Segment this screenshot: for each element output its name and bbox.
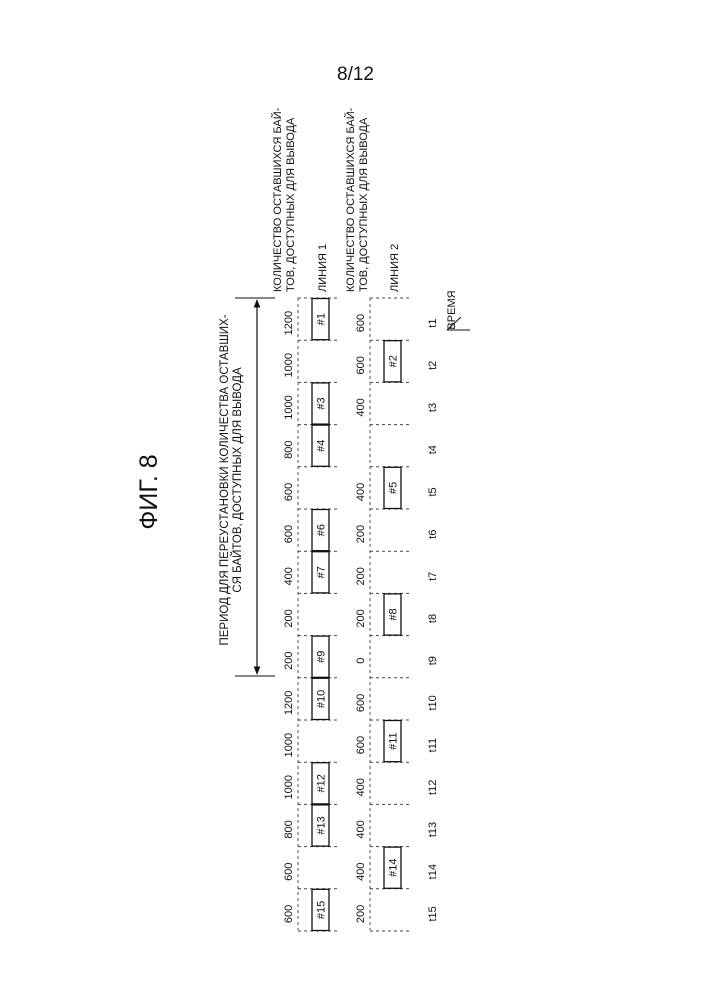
line-2-remaining-value: 400 xyxy=(355,483,367,501)
line-2-remaining-value: 200 xyxy=(355,905,367,923)
line-1-remaining-value: 800 xyxy=(283,820,295,838)
line-1-remaining-value: 600 xyxy=(283,905,295,923)
line-1-remaining-value: 1000 xyxy=(283,395,295,419)
line-1-packet-label: #15 xyxy=(316,901,328,919)
line-1-packet-label: #10 xyxy=(316,690,328,708)
line-1-remaining-value: 400 xyxy=(283,567,295,585)
time-tick-label: t12 xyxy=(427,780,439,795)
line-2-remaining-value: 0 xyxy=(355,658,367,664)
period-label-line1: ПЕРИОД ДЛЯ ПЕРЕУСТАНОВКИ КОЛИЧЕСТВА ОСТА… xyxy=(219,314,231,645)
line-1-packet-label: #12 xyxy=(316,774,328,792)
line-2-packet-label: #2 xyxy=(388,355,400,367)
line-1-remaining-value: 1000 xyxy=(283,775,295,799)
time-slots: t1 t2 t3 t4 t5 t6 t7 t8 t9 t10 t11 t12 t13 t14 t15 1200… xyxy=(283,298,439,931)
time-label: ВРЕМЯ xyxy=(446,290,458,329)
line-1-remaining-value: 1200 xyxy=(283,691,295,715)
line-1-header: ЛИНИЯ 1 xyxy=(317,244,329,292)
line-1-remaining-value: 600 xyxy=(283,525,295,543)
time-tick-label: t6 xyxy=(427,530,439,539)
time-tick-label: t14 xyxy=(427,864,439,879)
line-2-remaining-value: 600 xyxy=(355,694,367,712)
line-2-remaining-value: 200 xyxy=(355,609,367,627)
remaining-bytes-header-2b: ТОВ, ДОСТУПНЫХ ДЛЯ ВЫВОДА xyxy=(358,117,370,292)
time-tick-label: t15 xyxy=(427,906,439,921)
time-tick-label: t8 xyxy=(427,614,439,623)
line-1-remaining-value: 600 xyxy=(283,483,295,501)
period-label: ПЕРИОД ДЛЯ ПЕРЕУСТАНОВКИ КОЛИЧЕСТВА ОСТА… xyxy=(219,314,244,645)
line-2-remaining-value: 200 xyxy=(355,525,367,543)
figure-title: ФИГ. 8 xyxy=(135,454,163,529)
line-2-remaining-value: 600 xyxy=(355,356,367,374)
line-2-remaining-value: 400 xyxy=(355,863,367,881)
time-tick-label: t1 xyxy=(427,319,439,328)
line-1-remaining-value: 200 xyxy=(283,609,295,627)
time-tick-label: t3 xyxy=(427,403,439,412)
line-2-header: ЛИНИЯ 2 xyxy=(389,244,401,292)
line-2-remaining-value: 400 xyxy=(355,398,367,416)
line-2-remaining-value: 600 xyxy=(355,736,367,754)
line-1-remaining-value: 200 xyxy=(283,652,295,670)
line-2-remaining-value: 200 xyxy=(355,567,367,585)
line-2-remaining-value: 600 xyxy=(355,314,367,332)
line-1-remaining-value: 800 xyxy=(283,441,295,459)
line-2-packet-label: #14 xyxy=(388,859,400,877)
line-1-packet-label: #13 xyxy=(316,816,328,834)
time-axis-label: ВРЕМЯ xyxy=(446,290,470,330)
time-tick-label: t2 xyxy=(427,361,439,370)
line-2-packet-label: #5 xyxy=(388,482,400,494)
line-1-remaining-value: 600 xyxy=(283,863,295,881)
period-label-line2: СЯ БАЙТОВ, ДОСТУПНЫХ ДЛЯ ВЫВОДА xyxy=(231,367,244,593)
line-1-packet-label: #1 xyxy=(316,313,328,325)
remaining-bytes-header-1b: ТОВ, ДОСТУПНЫХ ДЛЯ ВЫВОДА xyxy=(285,117,297,292)
time-tick-label: t7 xyxy=(427,572,439,581)
time-tick-label: t9 xyxy=(427,656,439,665)
line-1-remaining-value: 1200 xyxy=(283,311,295,335)
line-2-packet-label: #8 xyxy=(388,608,400,620)
time-tick-label: t13 xyxy=(427,822,439,837)
time-tick-label: t5 xyxy=(427,487,439,496)
line-1-packet-label: #4 xyxy=(316,440,328,452)
line-1-packet-label: #3 xyxy=(316,397,328,409)
remaining-bytes-header-2a: КОЛИЧЕСТВО ОСТАВШИХСЯ БАЙ- xyxy=(344,107,357,292)
line-2-remaining-value: 400 xyxy=(355,778,367,796)
line-2-remaining-value: 400 xyxy=(355,820,367,838)
time-tick-label: t10 xyxy=(427,695,439,710)
line-1-packet-label: #9 xyxy=(316,651,328,663)
line-1-packet-label: #6 xyxy=(316,524,328,536)
time-tick-label: t4 xyxy=(427,445,439,454)
time-tick-label: t11 xyxy=(427,738,439,752)
line-1-remaining-value: 1000 xyxy=(283,733,295,757)
remaining-bytes-header-1a: КОЛИЧЕСТВО ОСТАВШИХСЯ БАЙ- xyxy=(271,107,284,292)
line-1-remaining-value: 1000 xyxy=(283,353,295,377)
line-1-packet-label: #7 xyxy=(316,566,328,578)
row-headers: КОЛИЧЕСТВО ОСТАВШИХСЯ БАЙ- ТОВ, ДОСТУПНЫ… xyxy=(271,107,401,292)
line-2-packet-label: #11 xyxy=(388,732,400,750)
